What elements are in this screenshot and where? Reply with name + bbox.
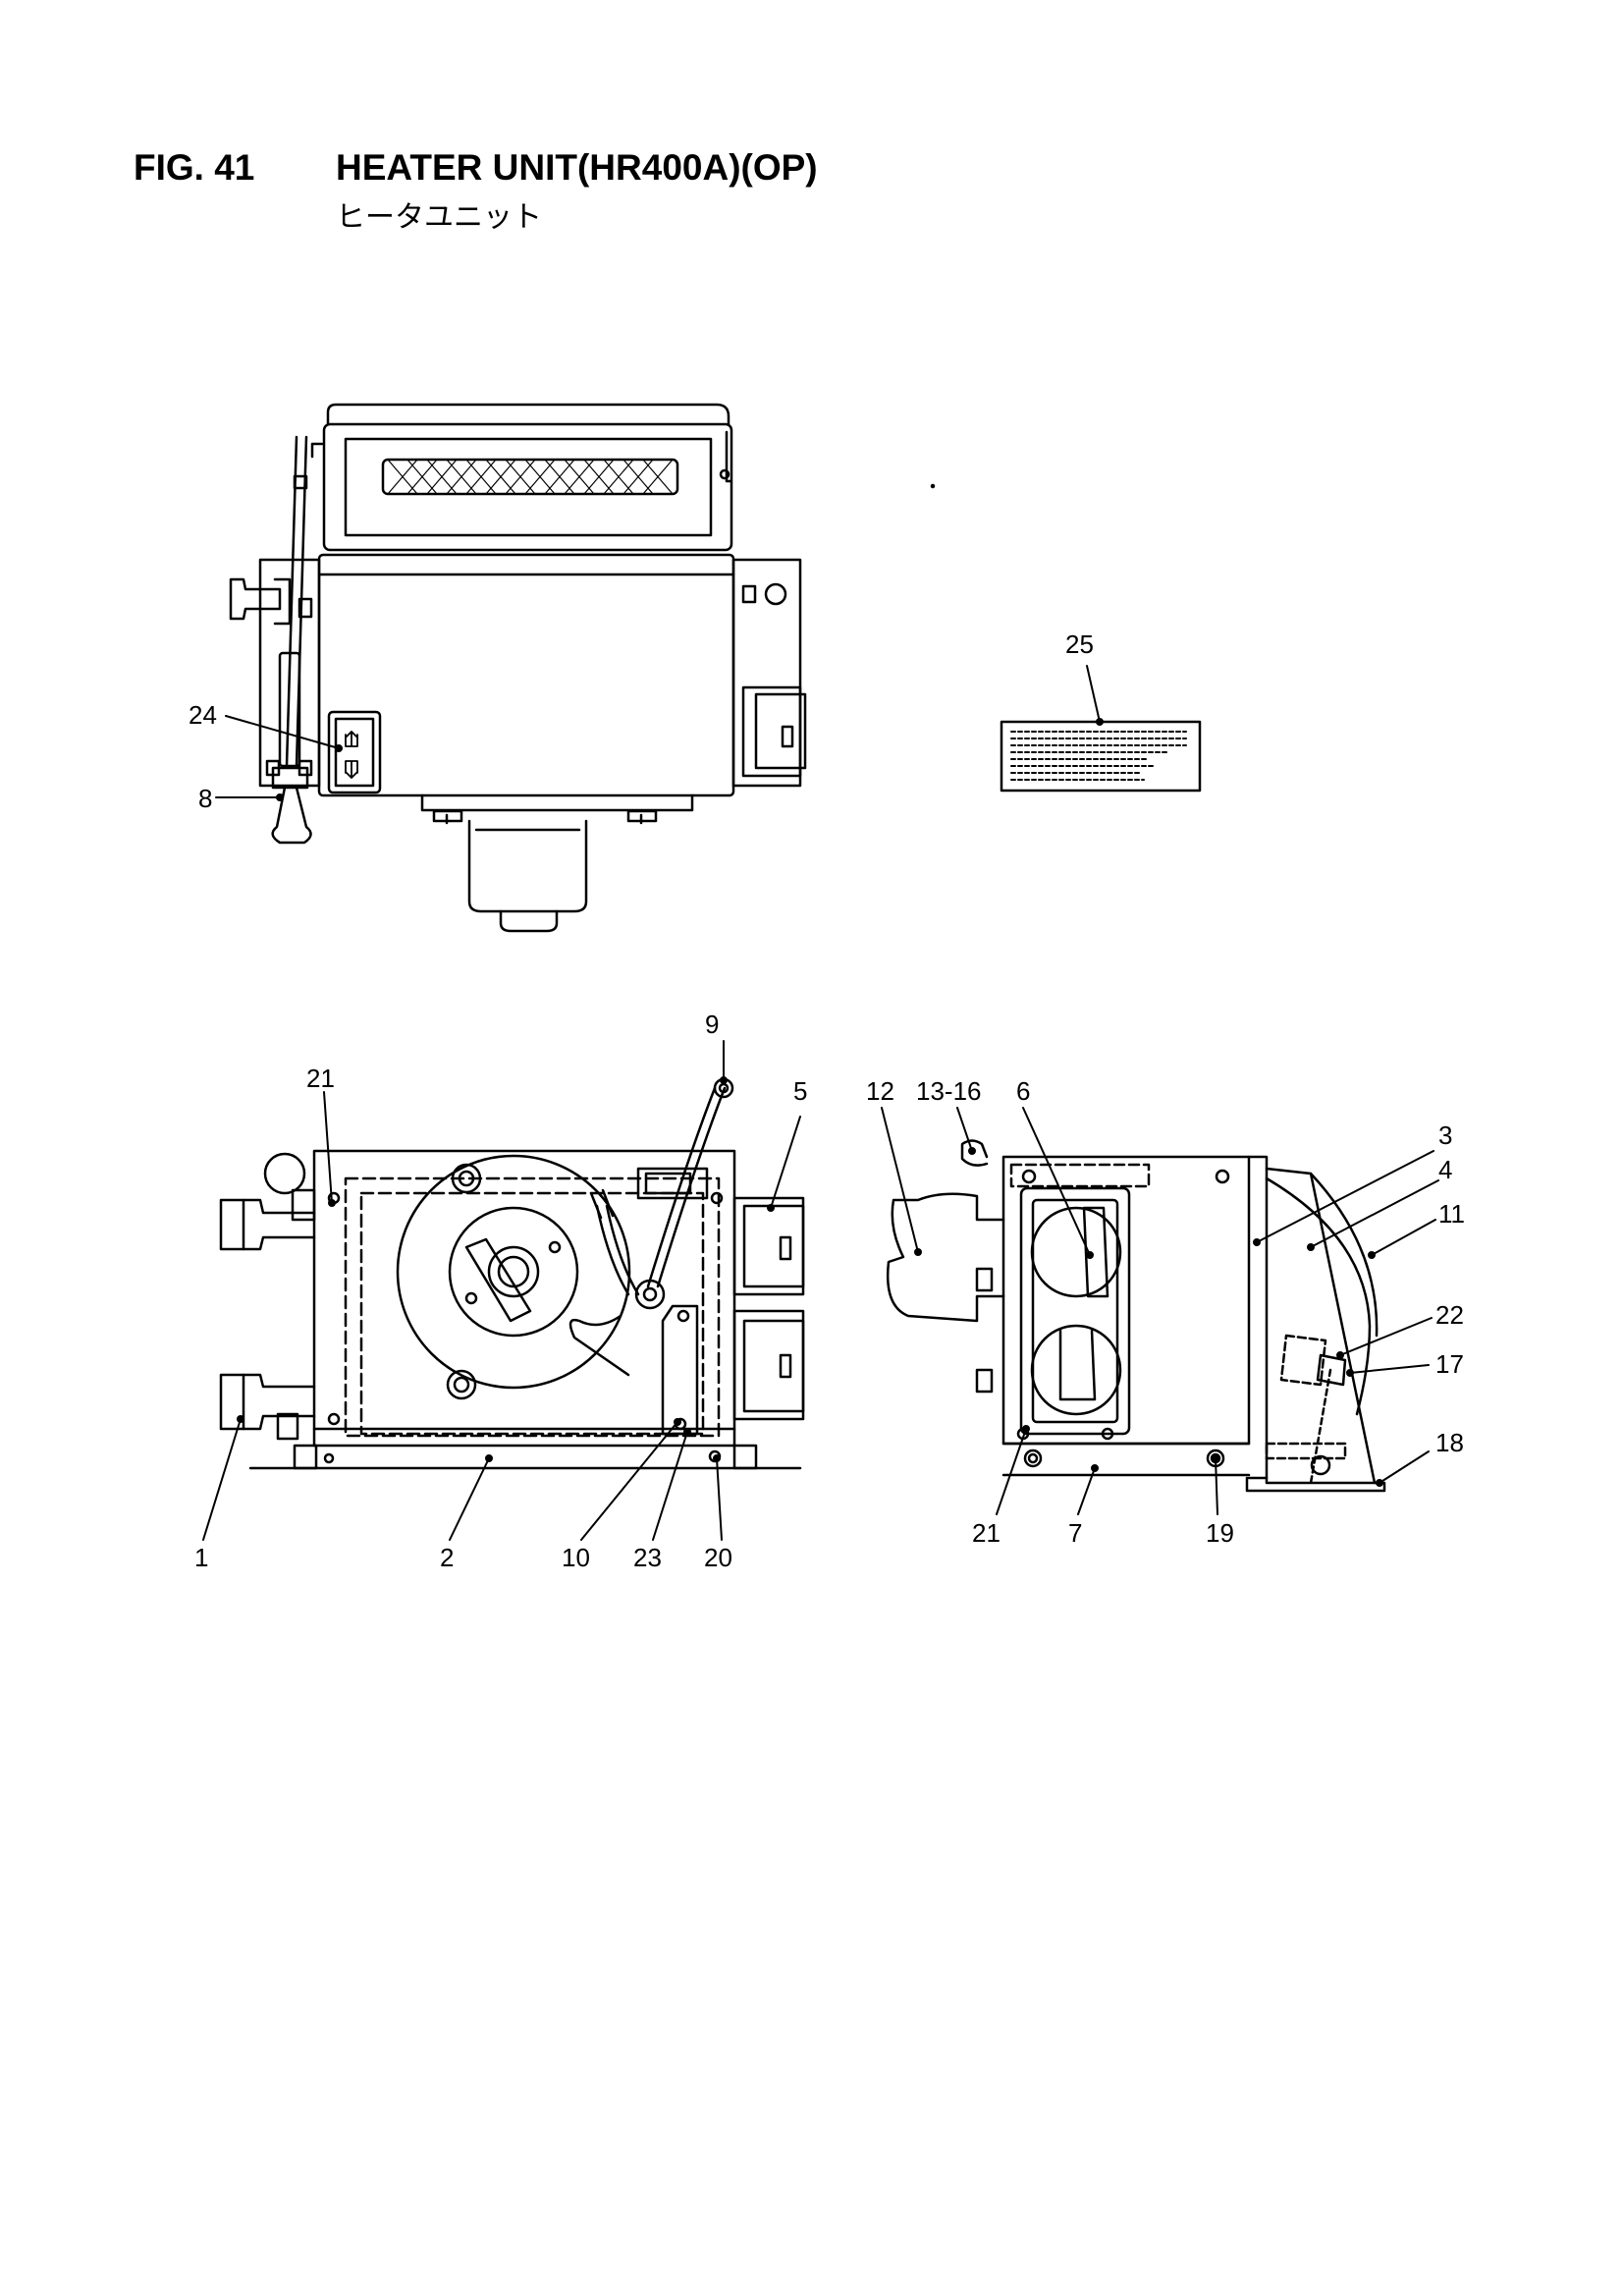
callout-2: 2 (440, 1543, 454, 1572)
callout-7: 7 (1068, 1518, 1082, 1548)
figure-title: HEATER UNIT(HR400A)(OP) (336, 147, 818, 188)
callout-11: 11 (1438, 1199, 1465, 1229)
direction-label-sticker (327, 710, 382, 794)
callout-21-side: 21 (972, 1518, 1001, 1548)
callout-leaders (202, 665, 1439, 1541)
callout-3: 3 (1438, 1121, 1452, 1150)
top-view (229, 403, 936, 933)
callout-10: 10 (562, 1543, 590, 1572)
callout-24: 24 (189, 700, 217, 730)
callout-23: 23 (633, 1543, 662, 1572)
callout-1: 1 (194, 1543, 208, 1572)
side-view (887, 1139, 1386, 1493)
figure-subtitle: ヒータユニット (336, 201, 542, 234)
figure-number: FIG. 41 (134, 147, 255, 188)
callout-4: 4 (1438, 1155, 1452, 1184)
callout-13-16: 13-16 (916, 1076, 982, 1106)
callout-numbers: 24 8 25 9 21 5 12 13-16 6 3 4 11 22 17 1… (189, 629, 1465, 1572)
callout-25: 25 (1065, 629, 1094, 659)
callout-6: 6 (1016, 1076, 1030, 1106)
callout-20: 20 (704, 1543, 732, 1572)
callout-22: 22 (1435, 1300, 1464, 1330)
grille (381, 458, 679, 496)
callout-19: 19 (1206, 1518, 1234, 1548)
front-view (219, 1077, 805, 1470)
callout-12: 12 (866, 1076, 894, 1106)
callout-9: 9 (705, 1010, 719, 1039)
callout-5: 5 (793, 1076, 807, 1106)
caution-label (1000, 720, 1202, 793)
callout-8: 8 (198, 784, 212, 813)
callout-17: 17 (1435, 1349, 1464, 1379)
callout-18: 18 (1435, 1428, 1464, 1457)
callout-21-front: 21 (306, 1064, 335, 1093)
